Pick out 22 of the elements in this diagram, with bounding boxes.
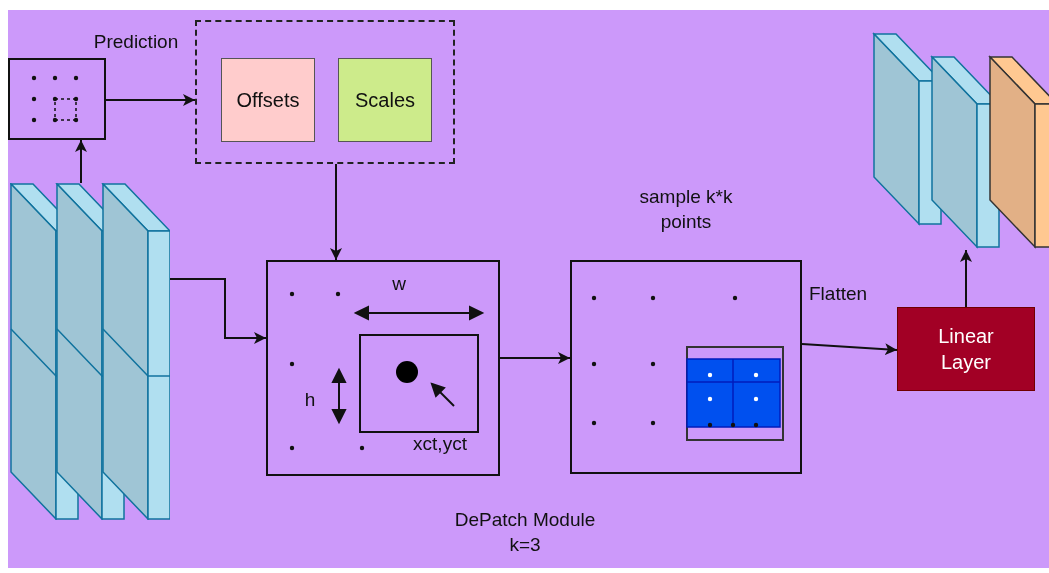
scales-box xyxy=(338,58,432,142)
center-coordinate-label: xct,yct xyxy=(412,432,468,456)
arrow xyxy=(105,94,196,106)
height-label: h xyxy=(303,388,317,412)
caption-text: sample k*k points xyxy=(638,185,734,234)
box-label: Scales xyxy=(354,88,416,113)
arrow xyxy=(330,163,342,261)
offsets-box xyxy=(221,58,315,142)
process-box xyxy=(897,307,1035,391)
arrow xyxy=(801,343,898,356)
group-title: Prediction xyxy=(92,30,180,54)
box-label: Linear Layer xyxy=(937,324,995,375)
feature-map-stack-drawing xyxy=(10,183,170,520)
arrow xyxy=(75,139,87,184)
prediction-grid-box xyxy=(8,58,106,140)
box-label: Offsets xyxy=(235,88,301,113)
width-label: w xyxy=(391,272,407,296)
arrow xyxy=(499,352,571,364)
arrow xyxy=(960,249,972,308)
prediction-group-box xyxy=(195,20,455,164)
output-feature-map-drawing xyxy=(872,32,1049,250)
module-caption: DePatch Module k=3 xyxy=(453,508,597,557)
